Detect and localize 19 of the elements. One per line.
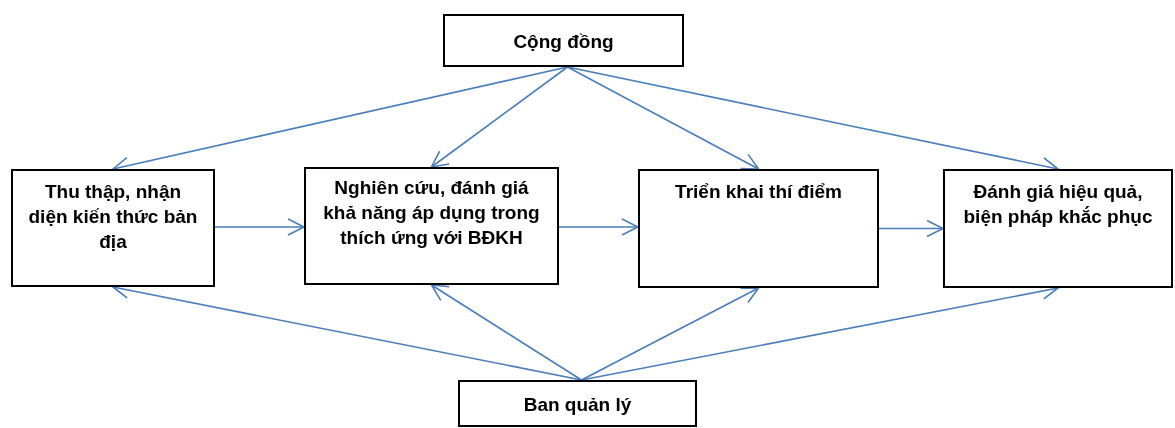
arrow	[878, 219, 944, 238]
box-label: Đánh giá hiệu quả, biện pháp khắc phục	[962, 180, 1154, 229]
process-box	[943, 169, 1173, 288]
box-label: Nghiên cứu, đánh giá khả năng áp dụng trong thích ứng với BĐKH	[322, 176, 541, 250]
box-label: Thu thập, nhận diện kiến thức bản địa	[27, 180, 199, 254]
process-box	[458, 380, 697, 427]
process-box	[638, 169, 879, 288]
box-label: Ban quản lý	[523, 393, 632, 417]
arrow	[558, 218, 639, 236]
arrow	[580, 287, 760, 381]
box-label: Triển khai thí điểm	[675, 180, 842, 204]
arrow	[566, 66, 760, 170]
arrow	[430, 66, 569, 168]
process-box	[11, 169, 215, 287]
arrow	[430, 284, 583, 381]
process-box	[443, 14, 684, 67]
box-label: Cộng đồng	[513, 30, 614, 54]
arrow	[214, 218, 305, 236]
process-box	[304, 167, 559, 285]
